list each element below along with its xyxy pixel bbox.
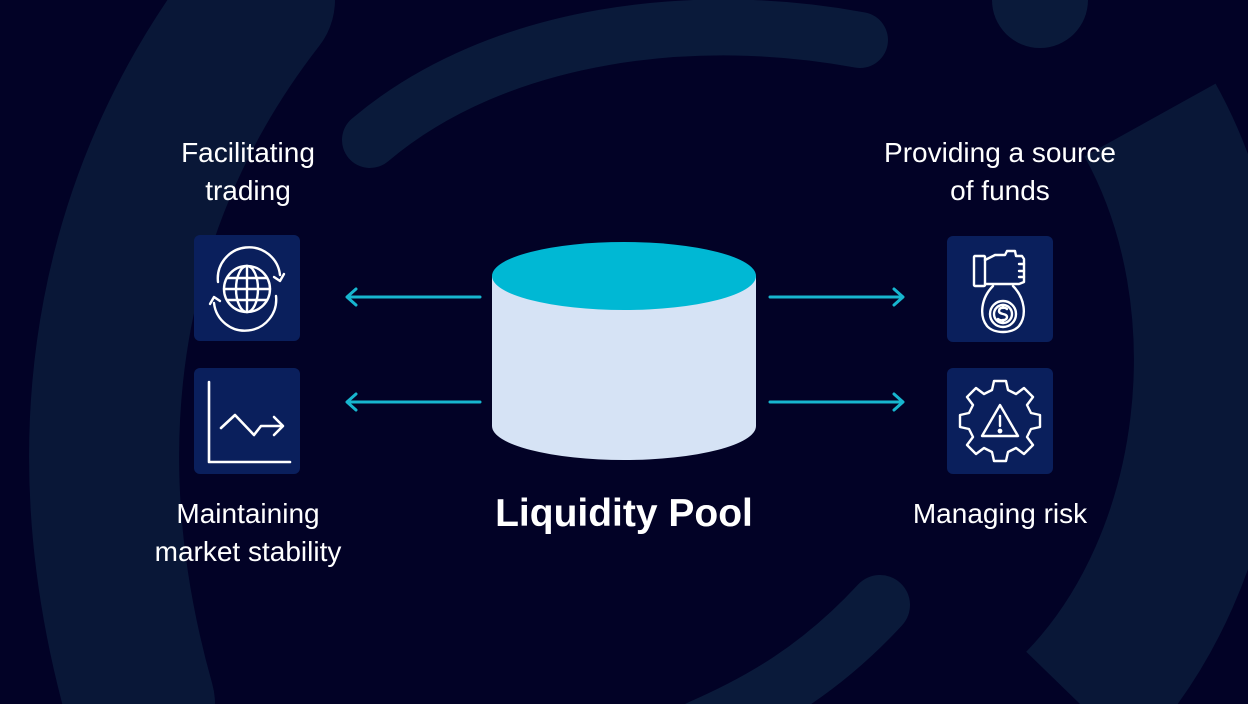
cylinder-top [492,242,756,310]
label-line: trading [205,175,291,206]
label-providing-source-of-funds: Providing a source of funds [860,134,1140,210]
icon-box-managing-risk [947,368,1053,474]
trend-chart-icon [207,380,292,464]
arrow-to-facilitating-trading [345,287,482,307]
hand-money-bag-icon [972,249,1026,334]
globe-exchange-icon [208,246,286,332]
label-maintaining-market-stability: Maintaining market stability [128,495,368,571]
icon-box-facilitating-trading [194,235,300,341]
diagram-title: Liquidity Pool [495,492,753,535]
label-line: of funds [950,175,1050,206]
label-facilitating-trading: Facilitating trading [148,134,348,210]
label-line: market stability [154,536,342,567]
label-line: Providing a source [884,137,1116,168]
label-line: Facilitating [181,137,315,168]
gear-warning-icon [958,379,1042,463]
arrow-to-providing-source-of-funds [768,287,905,307]
label-line: Managing risk [912,498,1088,529]
icon-box-providing-source-of-funds [947,236,1053,342]
icon-box-maintaining-market-stability [194,368,300,474]
cylinder-body [492,276,756,460]
arrow-to-managing-risk [768,392,905,412]
label-line: Maintaining [176,498,320,529]
cylinder-database-icon [492,242,756,460]
arrow-to-maintaining-market-stability [345,392,482,412]
label-managing-risk: Managing risk [880,495,1120,533]
